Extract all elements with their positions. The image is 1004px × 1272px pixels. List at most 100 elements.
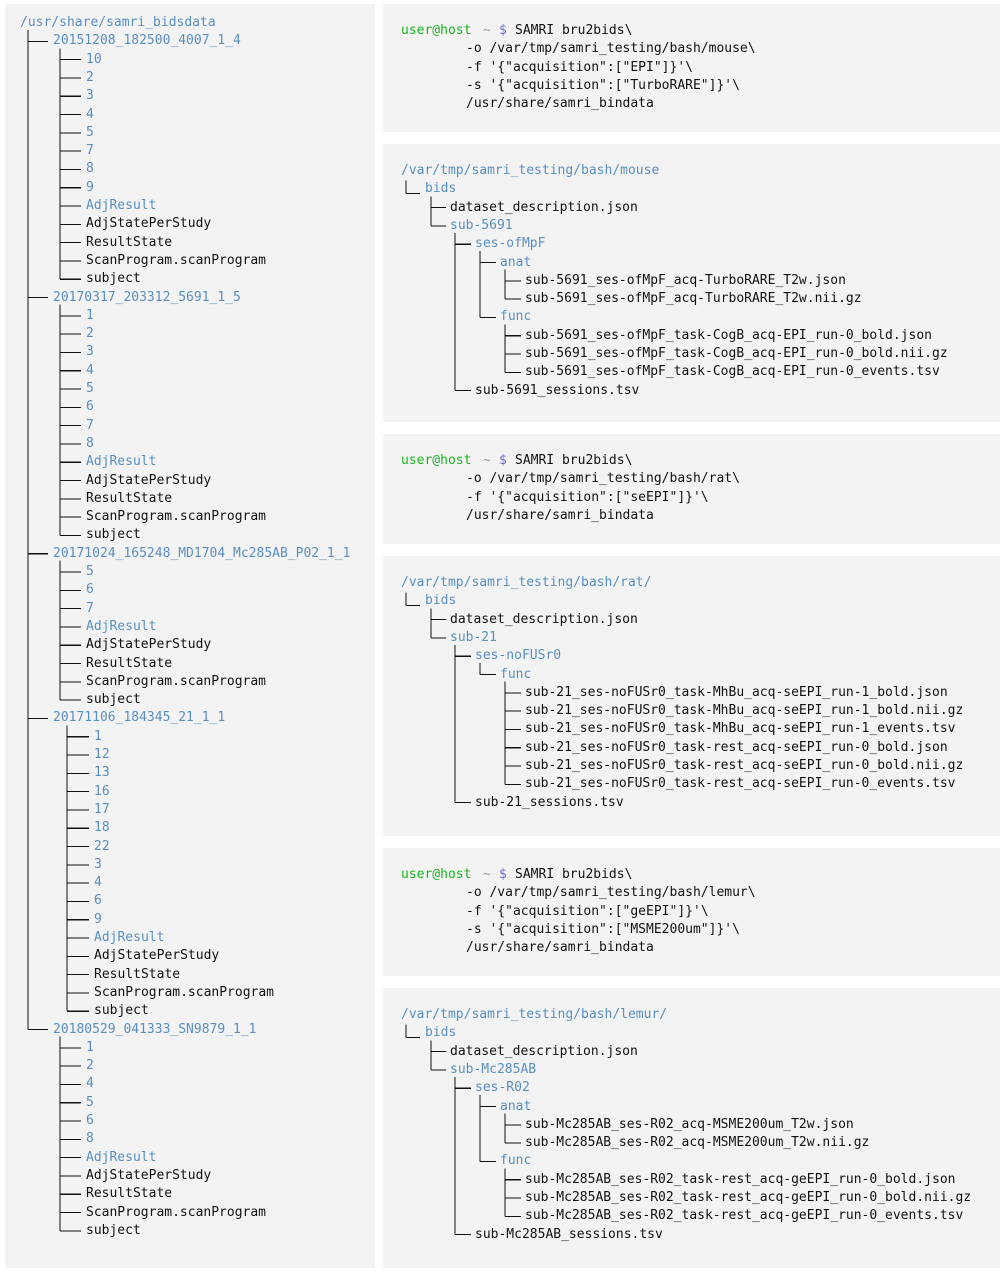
lemur-func-file: sub-Mc285AB_ses-R02_task-rest_acq-geEPI_… xyxy=(525,1190,972,1205)
scan-directory: 18 xyxy=(94,820,110,836)
scan-directory: 22 xyxy=(94,838,110,854)
scan-directory: 4 xyxy=(86,1076,94,1092)
lemur-anat-dir: anat xyxy=(500,1098,532,1114)
mouse-func-file: sub-5691_ses-ofMpF_task-CogB_acq-EPI_run… xyxy=(525,327,932,343)
session-file: ScanProgram.scanProgram xyxy=(86,1204,267,1220)
session-file: AdjStatePerStudy xyxy=(86,472,212,488)
lemur-command-line: -o /var/tmp/samri_testing/bash/lemur\ xyxy=(466,885,756,901)
scan-directory: 1 xyxy=(86,1039,94,1055)
rat-func-dir: func xyxy=(500,666,532,682)
rat-output-panel xyxy=(383,556,1000,836)
scan-directory: AdjResult xyxy=(86,1149,157,1165)
session-file: AdjStatePerStudy xyxy=(94,948,220,964)
scan-directory: 5 xyxy=(86,564,94,579)
scan-directory: 7 xyxy=(86,417,94,433)
mouse-command-line: /usr/share/samri_bindata xyxy=(466,96,654,112)
lemur-prompt-user: user@host xyxy=(401,867,472,882)
rat-bids-dir: bids xyxy=(425,593,457,609)
session-file: subject xyxy=(94,1003,149,1019)
lemur-func-file: sub-Mc285AB_ses-R02_task-rest_acq-geEPI_… xyxy=(525,1171,956,1187)
lemur-dataset-description: dataset_description.json xyxy=(450,1043,638,1059)
mouse-func-dir: func xyxy=(500,309,532,325)
session-file: AdjStatePerStudy xyxy=(86,216,212,232)
scan-directory: 17 xyxy=(94,801,110,817)
scan-directory: 9 xyxy=(94,911,102,927)
session-file: subject xyxy=(86,271,141,287)
session-file: AdjStatePerStudy xyxy=(86,637,212,653)
session-directory: 20171024_165248_MD1704_Mc285AB_P02_1_1 xyxy=(53,545,351,561)
rat-func-file: sub-21_ses-noFUSr0_task-MhBu_acq-seEPI_r… xyxy=(525,721,956,737)
rat-func-file: sub-21_ses-noFUSr0_task-rest_acq-seEPI_r… xyxy=(525,739,948,755)
scan-directory: AdjResult xyxy=(86,454,157,470)
scan-directory: 3 xyxy=(86,88,94,104)
mouse-command-line: -o /var/tmp/samri_testing/bash/mouse\ xyxy=(466,41,756,57)
scan-directory: 2 xyxy=(86,69,94,85)
session-file: ScanProgram.scanProgram xyxy=(86,509,267,525)
mouse-anat-file: sub-5691_ses-ofMpF_acq-TurboRARE_T2w.jso… xyxy=(525,272,846,288)
scan-directory: 1 xyxy=(86,307,94,323)
scan-directory: 5 xyxy=(86,1094,94,1110)
mouse-prompt-dollar: $ xyxy=(499,23,507,38)
mouse-anat-file: sub-5691_ses-ofMpF_acq-TurboRARE_T2w.nii… xyxy=(525,291,862,307)
mouse-output-panel xyxy=(383,144,1000,422)
session-file: ResultState xyxy=(94,966,181,982)
lemur-command-line: SAMRI bru2bids\ xyxy=(515,867,633,882)
rat-dataset-description: dataset_description.json xyxy=(450,611,638,627)
mouse-prompt-user: user@host xyxy=(401,23,472,38)
session-file: ScanProgram.scanProgram xyxy=(86,673,267,689)
mouse-command-line: SAMRI bru2bids\ xyxy=(515,23,633,38)
scan-directory: 5 xyxy=(86,381,94,396)
rat-func-file: sub-21_ses-noFUSr0_task-MhBu_acq-seEPI_r… xyxy=(525,684,948,700)
session-directory: 20151208_182500_4007_1_4 xyxy=(53,33,241,49)
source-tree-panel xyxy=(5,4,375,1268)
session-file: ScanProgram.scanProgram xyxy=(86,252,267,268)
rat-command-line: SAMRI bru2bids\ xyxy=(515,453,633,468)
mouse-func-file: sub-5691_ses-ofMpF_task-CogB_acq-EPI_run… xyxy=(525,346,948,361)
mouse-func-file: sub-5691_ses-ofMpF_task-CogB_acq-EPI_run… xyxy=(525,364,940,380)
rat-command-panel xyxy=(383,434,1000,544)
scan-directory: 6 xyxy=(86,1113,94,1128)
session-file: AdjStatePerStudy xyxy=(86,1167,212,1183)
rat-func-file: sub-21_ses-noFUSr0_task-rest_acq-seEPI_r… xyxy=(525,776,956,792)
scan-directory: 8 xyxy=(86,1131,94,1147)
session-file: ResultState xyxy=(86,655,173,671)
lemur-sessions-tsv: sub-Mc285AB_sessions.tsv xyxy=(475,1226,663,1242)
scan-directory: 1 xyxy=(94,728,102,744)
mouse-command-line: -s '{"acquisition":["TurboRARE"]}'\ xyxy=(466,77,740,93)
scan-directory: 3 xyxy=(94,856,102,872)
mouse-bids-dir: bids xyxy=(425,181,457,197)
mouse-command-line: -f '{"acquisition":["EPI"]}'\ xyxy=(466,59,693,75)
lemur-command-panel xyxy=(383,848,1000,976)
rat-session-dir: ses-noFUSr0 xyxy=(475,648,562,664)
lemur-func-file: sub-Mc285AB_ses-R02_task-rest_acq-geEPI_… xyxy=(525,1208,964,1224)
mouse-output-root: /var/tmp/samri_testing/bash/mouse xyxy=(401,163,660,178)
lemur-subject-dir: sub-Mc285AB xyxy=(450,1061,537,1077)
mouse-command-panel xyxy=(383,4,1000,132)
session-directory: 20171106_184345_21_1_1 xyxy=(53,710,226,726)
scan-directory: 3 xyxy=(86,344,94,360)
scan-directory: 2 xyxy=(86,1058,94,1074)
scan-directory: 2 xyxy=(86,326,94,342)
scan-directory: 6 xyxy=(94,893,102,909)
scan-directory: 4 xyxy=(86,106,94,122)
scan-directory: 9 xyxy=(86,179,94,195)
rat-sessions-tsv: sub-21_sessions.tsv xyxy=(475,794,624,810)
scan-directory: 8 xyxy=(86,435,94,451)
mouse-subject-dir: sub-5691 xyxy=(450,217,513,233)
scan-directory: AdjResult xyxy=(86,618,157,634)
scan-directory: 7 xyxy=(86,600,94,616)
rat-output-root: /var/tmp/samri_testing/bash/rat/ xyxy=(401,575,652,590)
scan-directory: 6 xyxy=(86,582,94,598)
session-file: subject xyxy=(86,692,141,708)
lemur-prompt-tilde: ~ xyxy=(483,867,491,882)
scan-directory: 6 xyxy=(86,399,94,415)
root-directory: /usr/share/samri_bidsdata xyxy=(20,15,216,30)
lemur-output-panel xyxy=(383,988,1000,1268)
session-directory: 20170317_203312_5691_1_5 xyxy=(53,289,241,305)
session-directory: 20180529_041333_SN9879_1_1 xyxy=(53,1021,257,1037)
scan-directory: 4 xyxy=(94,875,102,891)
rat-prompt-tilde: ~ xyxy=(483,453,491,468)
mouse-dataset-description: dataset_description.json xyxy=(450,199,638,215)
rat-prompt-user: user@host xyxy=(401,453,472,468)
